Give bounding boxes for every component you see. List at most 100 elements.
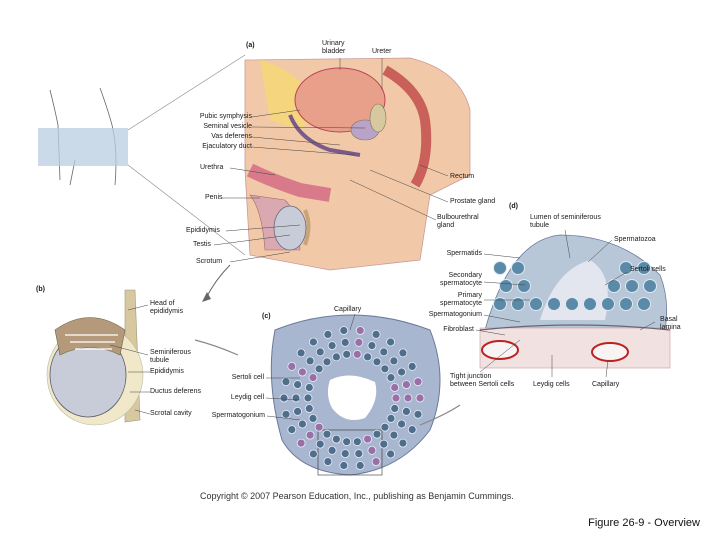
cell-icon: [499, 279, 513, 293]
label-epididymis-a: Epididymis: [186, 227, 220, 234]
label-tight-junction: Tight junction between Sertoli cells: [450, 373, 515, 388]
cell-icon: [323, 329, 333, 339]
cell-icon: [619, 297, 633, 311]
cell-icon: [339, 326, 349, 335]
cell-icon: [281, 377, 291, 387]
testis-cross-section-illustration: [46, 289, 144, 426]
cell-icon: [511, 297, 525, 311]
cell-icon: [397, 419, 407, 429]
cell-icon: [331, 434, 341, 444]
label-capillary-c: Capillary: [334, 306, 362, 313]
cell-icon: [287, 425, 297, 435]
sagittal-section-illustration: [244, 57, 471, 271]
label-spermatogonium-d: Spermatogonium: [428, 311, 482, 318]
cell-icon: [389, 430, 399, 440]
cell-icon: [547, 297, 561, 311]
cell-icon: [281, 409, 291, 419]
cell-icon: [386, 413, 396, 423]
cell-icon: [331, 352, 341, 362]
label-seminal-vesicle: Seminal vesicle: [203, 123, 252, 130]
cell-icon: [386, 337, 396, 347]
cell-icon: [297, 419, 307, 429]
cell-icon: [397, 367, 407, 377]
cell-icon: [296, 348, 306, 358]
label-scrotum: Scrotum: [196, 258, 223, 265]
label-ductus-deferens: Ductus deferens: [150, 388, 201, 395]
cell-icon: [413, 377, 423, 387]
panel-b-tag: (b): [36, 286, 45, 293]
cell-icon: [352, 437, 362, 447]
tubule-cells: [279, 326, 425, 470]
cell-icon: [390, 404, 400, 413]
label-pubic-symphysis: Pubic symphysis: [199, 113, 252, 120]
cell-icon: [493, 261, 507, 275]
cell-icon: [398, 348, 408, 358]
cell-icon: [354, 449, 364, 459]
cell-icon: [308, 337, 318, 347]
testis-shape: [273, 205, 307, 251]
label-secondary-spermatocyte: Secondary spermatocyte: [439, 272, 482, 287]
cell-icon: [297, 367, 307, 377]
cell-icon: [327, 445, 337, 455]
cell-icon: [305, 356, 315, 366]
label-rectum: Rectum: [450, 173, 475, 180]
arrow-a-to-b: [204, 264, 231, 301]
cell-icon: [308, 373, 318, 383]
cell-icon: [517, 279, 531, 293]
cell-icon: [304, 404, 314, 413]
cell-icon: [367, 445, 377, 455]
label-leydig-cell: Leydig cell: [230, 394, 264, 401]
focus-box: [38, 128, 128, 166]
cell-icon: [371, 329, 381, 339]
cell-icon: [322, 429, 332, 439]
cell-icon: [637, 297, 651, 311]
label-head-of-epididymis: Head of epididymis: [150, 300, 184, 315]
cell-icon: [607, 279, 621, 293]
cell-icon: [342, 349, 352, 359]
cell-icon: [401, 380, 411, 390]
label-epididymis-b: Epididymis: [150, 368, 184, 375]
cell-icon: [367, 341, 377, 351]
label-basal-lamina: Basal lamina: [660, 316, 681, 331]
cell-icon: [380, 364, 390, 374]
cell-icon: [363, 352, 373, 362]
panel-d-tag: (d): [509, 203, 518, 210]
leader-lines-d: [475, 229, 656, 378]
cell-icon: [305, 430, 315, 440]
cell-icon: [415, 393, 425, 403]
cell-icon: [291, 393, 301, 403]
cell-icon: [293, 380, 303, 390]
label-prostate-gland: Prostate gland: [450, 198, 496, 205]
figure-title: Figure 26-9 - Overview: [588, 517, 700, 529]
label-ureter: Ureter: [372, 48, 392, 55]
cell-icon: [401, 406, 411, 416]
cell-icon: [390, 383, 400, 392]
cell-icon: [279, 393, 289, 403]
label-testis: Testis: [193, 241, 211, 248]
cell-icon: [643, 279, 657, 293]
epithelium-cells: [493, 261, 657, 311]
label-fibroblast: Fibroblast: [443, 326, 474, 333]
label-penis: Penis: [205, 194, 223, 201]
cell-icon: [407, 425, 417, 435]
cell-icon: [340, 449, 350, 459]
cell-icon: [625, 279, 639, 293]
cell-icon: [363, 434, 373, 444]
leader-lines-a: [213, 58, 449, 263]
label-vas-deferens: Vas deferens: [211, 133, 252, 140]
leader-lines-b: [109, 304, 151, 415]
cell-icon: [314, 364, 324, 374]
cell-icon: [619, 261, 633, 275]
cell-icon: [583, 297, 597, 311]
cell-icon: [386, 373, 396, 383]
panel-a-tag: (a): [246, 42, 255, 49]
label-sertoli-cell: Sertoli cell: [231, 374, 264, 381]
cell-icon: [379, 439, 389, 449]
cell-icon: [342, 437, 352, 447]
cell-icon: [398, 438, 408, 448]
label-spermatogonium-c: Spermatogonium: [211, 412, 265, 419]
cell-icon: [389, 356, 399, 366]
label-urinary-bladder: Urinary bladder: [322, 40, 346, 55]
cell-icon: [407, 361, 417, 371]
cell-icon: [340, 337, 350, 347]
